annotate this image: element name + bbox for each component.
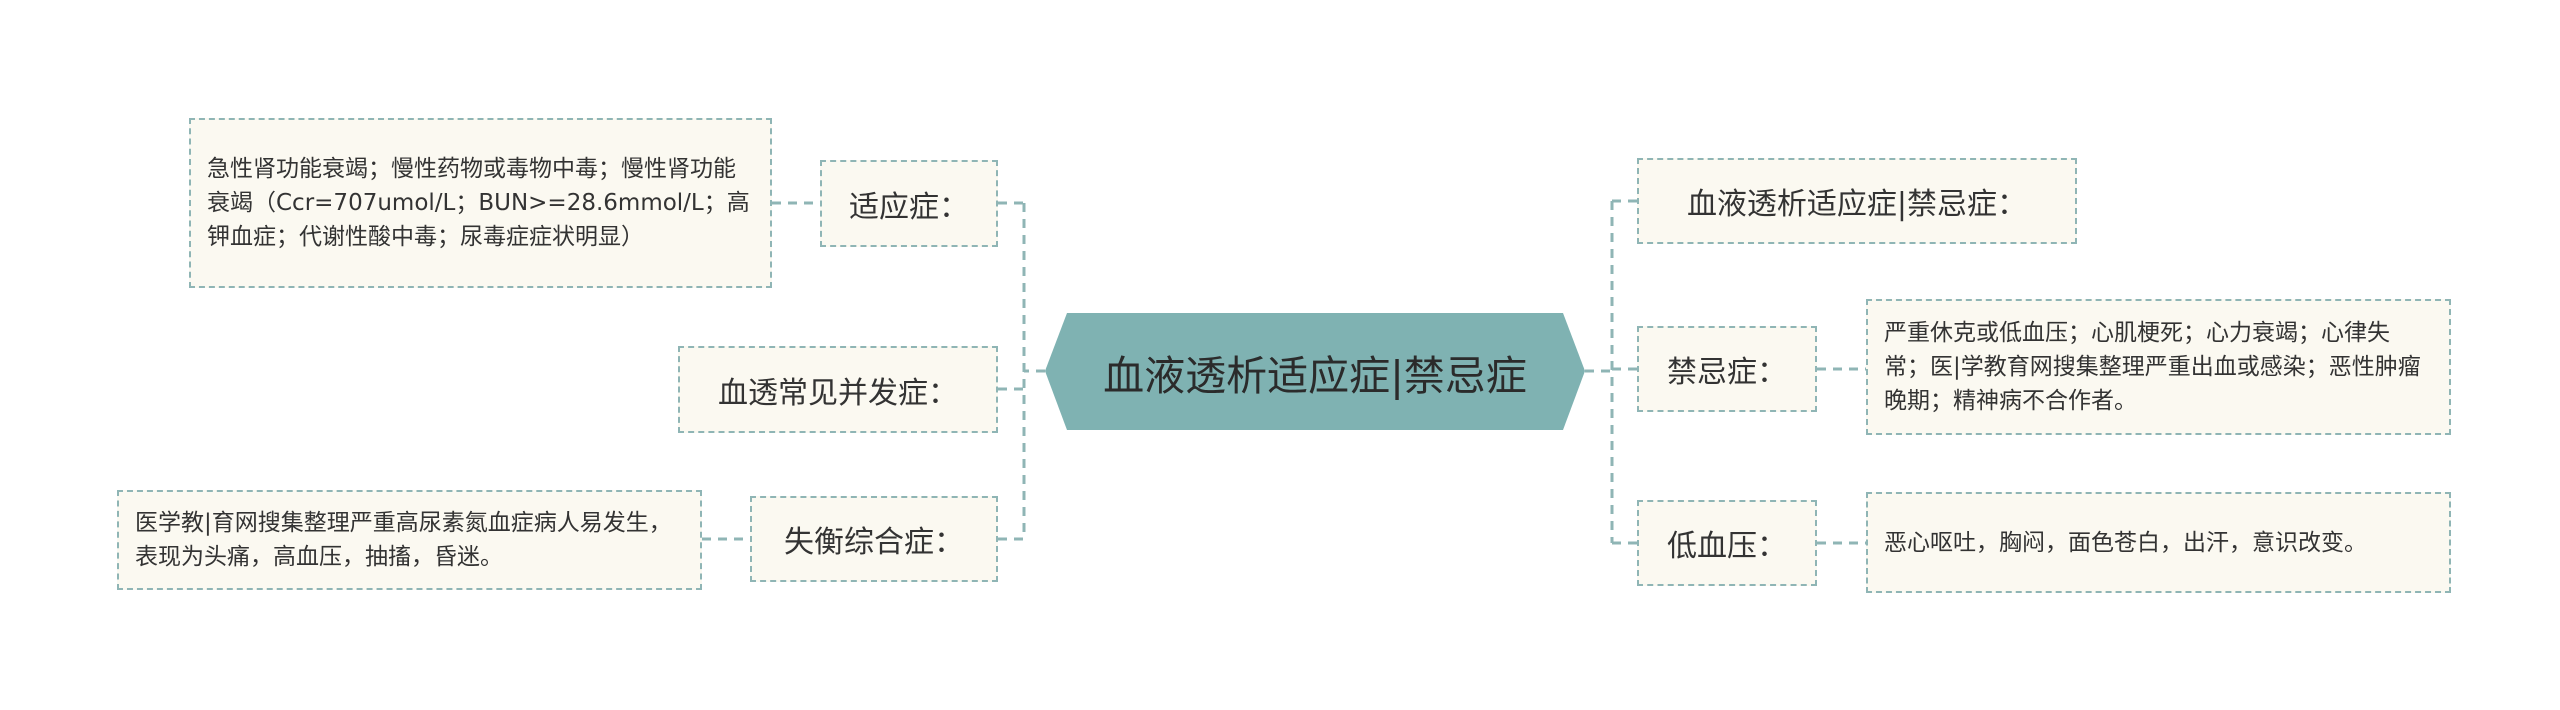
branch-indications[interactable]: 适应症： <box>820 160 998 247</box>
detail-text: 急性肾功能衰竭；慢性药物或毒物中毒；慢性肾功能衰竭（Ccr=707umol/L；… <box>207 156 750 250</box>
central-topic[interactable]: 血液透析适应症|禁忌症 <box>1045 313 1585 430</box>
detail-hypotension[interactable]: 恶心呕吐，胸闷，面色苍白，出汗，意识改变。 <box>1866 492 2451 593</box>
detail-contraindications[interactable]: 严重休克或低血压；心肌梗死；心力衰竭；心律失常；医|学教育网搜集整理严重出血或感… <box>1866 299 2451 435</box>
central-topic-title: 血液透析适应症|禁忌症 <box>1103 351 1527 400</box>
detail-indications[interactable]: 急性肾功能衰竭；慢性药物或毒物中毒；慢性肾功能衰竭（Ccr=707umol/L；… <box>189 118 772 288</box>
detail-text: 严重休克或低血压；心肌梗死；心力衰竭；心律失常；医|学教育网搜集整理严重出血或感… <box>1884 320 2421 414</box>
detail-text: 恶心呕吐，胸闷，面色苍白，出汗，意识改变。 <box>1884 529 2367 556</box>
branch-label: 适应症： <box>849 189 969 225</box>
branch-disequilibrium[interactable]: 失衡综合症： <box>750 496 998 582</box>
branch-complications[interactable]: 血透常见并发症： <box>678 346 998 433</box>
detail-disequilibrium[interactable]: 医学教|育网搜集整理严重高尿素氮血症病人易发生，表现为头痛，高血压，抽搐，昏迷。 <box>117 490 702 590</box>
branch-label: 禁忌症： <box>1667 355 1787 390</box>
detail-text: 医学教|育网搜集整理严重高尿素氮血症病人易发生，表现为头痛，高血压，抽搐，昏迷。 <box>135 510 672 570</box>
branch-hypotension[interactable]: 低血压： <box>1637 500 1817 586</box>
branch-label: 血液透析适应症|禁忌症： <box>1686 187 2028 222</box>
central-topic-shape <box>1045 313 1585 430</box>
branch-title-repeat[interactable]: 血液透析适应症|禁忌症： <box>1637 158 2077 244</box>
branch-label: 低血压： <box>1667 529 1787 564</box>
branch-label: 失衡综合症： <box>784 525 964 560</box>
branch-label: 血透常见并发症： <box>718 375 958 411</box>
branch-contraindications[interactable]: 禁忌症： <box>1637 326 1817 412</box>
